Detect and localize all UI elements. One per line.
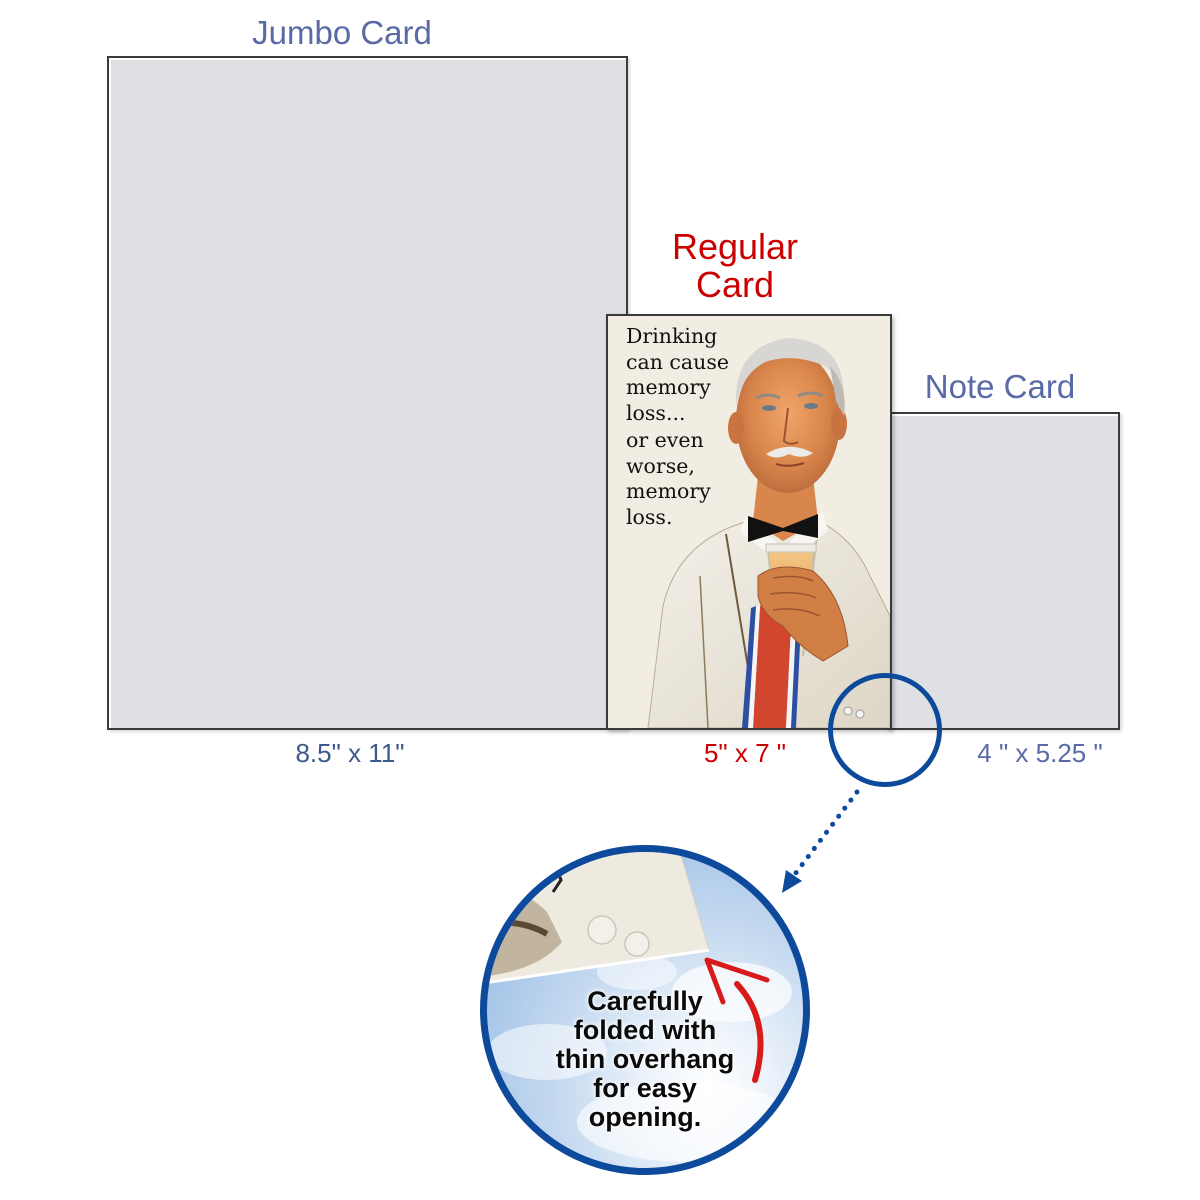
- caption-line: for easy: [593, 1073, 697, 1103]
- caption-line: thin overhang: [555, 1044, 735, 1074]
- card-text-line: can cause: [626, 349, 729, 374]
- card-text-line: worse,: [626, 453, 695, 478]
- jumbo-card-title: Jumbo Card: [252, 14, 432, 51]
- card-front-text: Drinking can cause memory loss... or eve…: [626, 324, 766, 530]
- jumbo-card-illustration: [107, 56, 628, 730]
- card-overhang-closeup: [487, 852, 797, 1162]
- card-text-line: memory: [626, 479, 711, 503]
- note-card-illustration: [886, 412, 1120, 730]
- regular-card-illustration: Drinking can cause memory loss... or eve…: [606, 314, 892, 730]
- card-text-line: or even: [626, 428, 704, 452]
- overhang-caption: Carefully folded with thin overhang for …: [487, 987, 803, 1132]
- regular-card-dimensions: 5" x 7 ": [703, 738, 787, 768]
- caption-line: Carefully: [587, 986, 703, 1016]
- magnifier-focus-ring: [828, 673, 942, 787]
- jumbo-card-dimensions: 8.5" x 11": [295, 738, 405, 768]
- note-card-dimensions: 4 " x 5.25 ": [977, 738, 1103, 768]
- curved-arrow-icon: [734, 981, 764, 1083]
- card-text-line: loss...: [626, 400, 686, 425]
- regular-card-title: Regular Card: [640, 228, 830, 304]
- magnified-detail-circle: Carefully folded with thin overhang for …: [480, 845, 810, 1175]
- caption-line: opening.: [588, 1102, 702, 1132]
- card-text-line: loss.: [626, 504, 673, 529]
- caption-line: folded with: [573, 1015, 717, 1045]
- card-text-line: Drinking: [626, 324, 718, 348]
- note-card-title: Note Card: [924, 368, 1076, 405]
- vintage-man-illustration: [647, 338, 890, 728]
- card-text-line: memory: [626, 375, 711, 399]
- regular-card-title-line2: Card: [695, 264, 775, 305]
- regular-card-title-line1: Regular: [671, 226, 799, 267]
- dotted-arrow-icon: [782, 789, 860, 893]
